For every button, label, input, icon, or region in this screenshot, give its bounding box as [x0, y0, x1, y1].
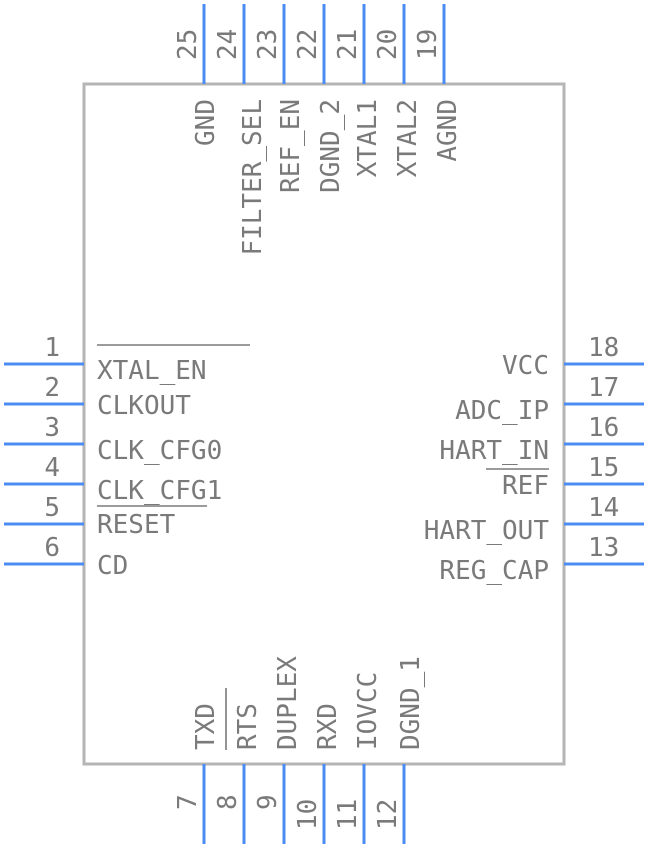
pin-15-number: 15 [588, 453, 619, 483]
pin-2-label: CLKOUT [97, 391, 191, 421]
pin-18-number: 18 [588, 333, 619, 363]
pin-21-label: XTAL1 [353, 99, 383, 177]
chip-body [82, 82, 566, 766]
pin-19-number: 19 [413, 29, 443, 60]
pin-12-number: 12 [373, 799, 403, 830]
pin-4-number: 4 [44, 453, 60, 483]
pin-23-number: 23 [253, 29, 283, 60]
left-pins: 1 2 3 4 5 6 XTAL_EN CLKOUT CLK_CFG0 CLK_… [4, 333, 250, 581]
pin-9-number: 9 [253, 794, 283, 810]
pin-20-number: 20 [373, 29, 403, 60]
pin-1-label: XTAL_EN [97, 356, 207, 386]
pin-15-label: REF [502, 471, 549, 501]
right-pins: 18 17 16 15 14 13 VCC ADC_IP HART_IN REF… [424, 333, 644, 586]
pin-5-number: 5 [44, 493, 60, 523]
pin-14-number: 14 [588, 493, 619, 523]
pin-3-label: CLK_CFG0 [97, 436, 222, 466]
pin-13-number: 13 [588, 533, 619, 563]
pin-11-number: 11 [333, 799, 363, 830]
pin-6-label: CD [97, 551, 128, 581]
pin-20-label: XTAL2 [393, 99, 423, 177]
pin-5-label: RESET [97, 510, 176, 540]
pin-19-label: AGND [433, 99, 463, 162]
top-pins: 25 24 23 22 21 20 19 GND FILTER_SEL REF_… [173, 4, 463, 256]
pin-12-label: DGND_1 [396, 656, 426, 750]
pin-24-label: FILTER_SEL [238, 99, 268, 256]
pin-10-number: 10 [293, 799, 323, 830]
pin-3-number: 3 [44, 413, 60, 443]
pin-7-label: TXD [191, 703, 221, 750]
pin-17-number: 17 [588, 373, 619, 403]
bottom-pins: 7 8 9 10 11 12 TXD RTS DUPLEX RXD IOVCC … [173, 656, 426, 844]
pin-8-number: 8 [213, 794, 243, 810]
pin-16-label: HART_IN [439, 436, 549, 466]
pin-7-number: 7 [173, 794, 203, 810]
pin-14-label: HART_OUT [424, 516, 550, 546]
pin-10-label: RXD [313, 703, 343, 750]
pin-18-label: VCC [502, 351, 549, 381]
pin-25-number: 25 [173, 29, 203, 60]
pin-8-label: RTS [233, 703, 263, 750]
pin-6-number: 6 [44, 533, 60, 563]
pin-1-number: 1 [44, 333, 60, 363]
pin-25-label: GND [191, 99, 221, 146]
pin-13-label: REG_CAP [439, 556, 549, 586]
pin-11-label: IOVCC [353, 672, 383, 750]
pin-16-number: 16 [588, 413, 619, 443]
pin-4-label: CLK_CFG1 [97, 476, 222, 506]
pin-9-label: DUPLEX [273, 656, 303, 750]
pin-24-number: 24 [213, 29, 243, 60]
pin-17-label: ADC_IP [455, 396, 549, 426]
pin-2-number: 2 [44, 373, 60, 403]
pin-22-number: 22 [293, 29, 323, 60]
pin-23-label: REF_EN [276, 99, 306, 193]
pin-22-label: DGND_2 [316, 99, 346, 193]
pin-21-number: 21 [333, 29, 363, 60]
